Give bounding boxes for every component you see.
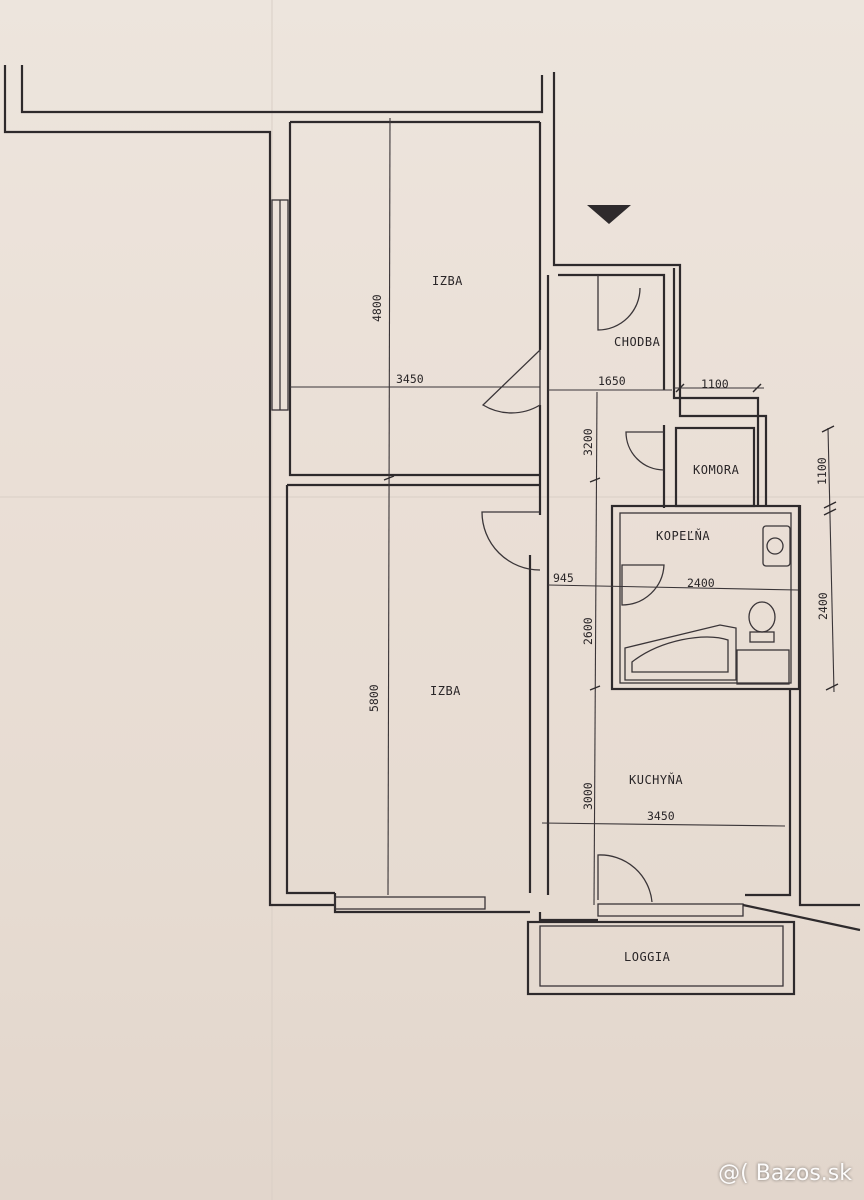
- watermark-logo: @( Bazos.sk: [718, 1161, 852, 1186]
- dim-izba-top-width: 3450: [396, 372, 424, 386]
- entrance-marker: [587, 205, 631, 224]
- room-label-izba-top: IZBA: [432, 274, 463, 288]
- exterior-walls: [3, 65, 861, 996]
- dim-komora-offset: 1100: [701, 377, 729, 391]
- room-label-izba-bottom: IZBA: [430, 684, 461, 698]
- bathtub: [624, 624, 737, 681]
- dim-komora-height: 1100: [815, 457, 829, 485]
- toilet: [736, 601, 790, 685]
- dim-chodba-width: 1650: [598, 374, 626, 388]
- dim-kuchyna-width: 3450: [647, 809, 675, 823]
- dim-kupelna-width: 2400: [687, 576, 715, 590]
- dim-izba-bottom-height: 5800: [367, 684, 381, 712]
- dim-izba-top-height: 4800: [370, 294, 384, 322]
- room-label-kuchyna: KUCHYŇA: [629, 772, 683, 787]
- washbasin: [762, 525, 791, 567]
- dim-hall-length-2: 2600: [581, 617, 595, 645]
- dim-kupelna-height: 2400: [816, 592, 830, 620]
- dim-kuchyna-length: 3000: [581, 782, 595, 810]
- room-label-chodba: CHODBA: [614, 335, 661, 349]
- room-label-kupelna: KOPEĽŇA: [656, 528, 710, 543]
- dim-chodba-length: 3200: [581, 428, 595, 456]
- dimension-lines: [290, 117, 839, 906]
- doors: [481, 275, 665, 903]
- dim-door-offset: 945: [553, 571, 574, 585]
- room-label-loggia: LOGGIA: [624, 950, 671, 964]
- room-label-komora: KOMORA: [693, 463, 740, 477]
